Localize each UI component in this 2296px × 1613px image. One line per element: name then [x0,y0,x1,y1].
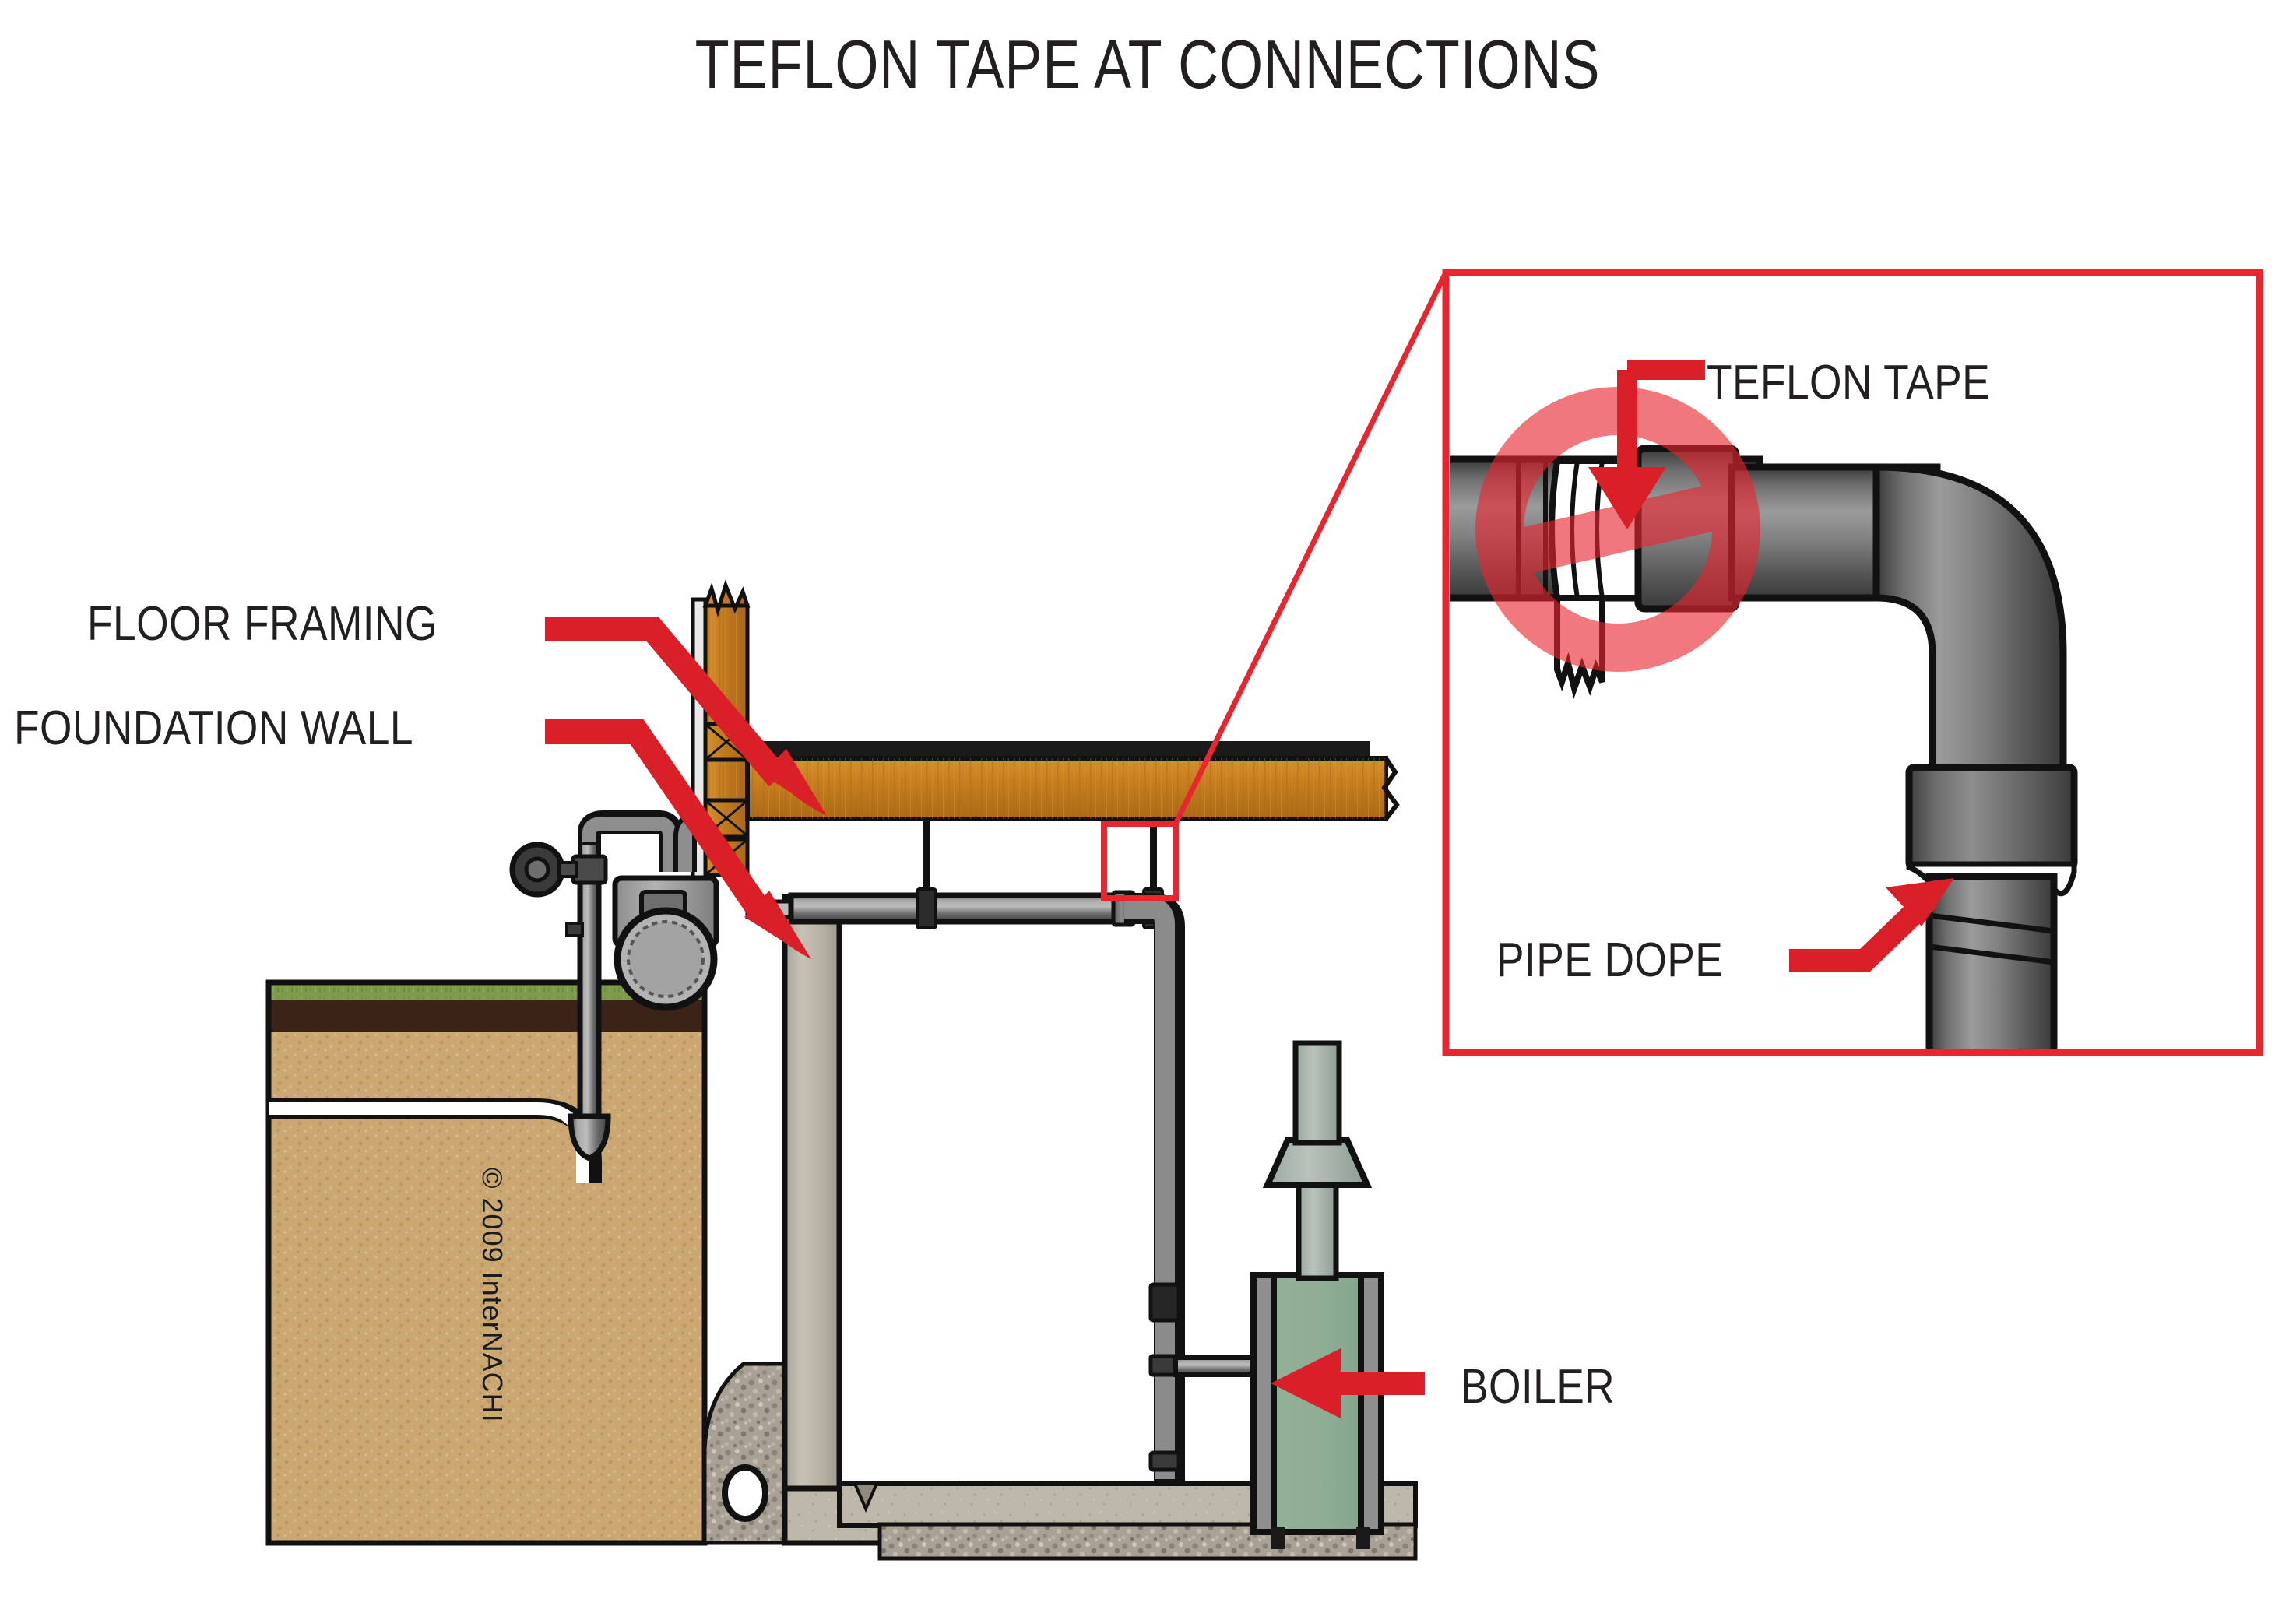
callout-box [1101,821,1179,901]
boiler-leg [1271,1527,1285,1549]
floor-framing-callout: FLOOR FRAMING [87,597,827,816]
foundation-wall-callout: FOUNDATION WALL [14,701,811,959]
footing-drainage [702,1362,789,1545]
draft-hood [1262,1137,1373,1188]
soil-fill [269,998,705,1543]
label-teflon-tape: TEFLON TAPE [1707,356,1990,409]
label-foundation-wall: FOUNDATION WALL [14,701,413,755]
floor-framing [745,741,1400,821]
pipe-union [1148,1282,1181,1323]
inset-detail-panel: TEFLON TAPE PIPE DOPE [1442,269,2263,1056]
stud-break-line [702,579,751,617]
floor-joist-grain [747,758,1386,819]
floor-framing-arrowhead [761,749,827,816]
floor-framing-arrow-tail [769,766,827,816]
subfloor-band [747,741,1370,758]
pipe-hanger-rod [923,817,930,912]
meter-inlet-pipe [582,817,677,872]
foundation-wall-body [782,894,842,1492]
teflon-tape-leader [1588,360,1705,529]
copyright-notice: © 2009 InterNACHI [476,1168,508,1423]
service-riser [577,861,602,1124]
riser-bell [568,1113,611,1161]
valve-stem [557,861,578,878]
pipe-hanger-clamp [916,887,937,929]
label-boiler: BOILER [1461,1360,1615,1414]
inset-elbow [1872,463,2067,782]
floor-framing-leader-line [545,617,789,787]
boiler-leg [1356,1527,1370,1549]
valve-drip-tee [565,922,584,937]
valve-body [571,854,608,885]
building-section [265,579,1418,1561]
label-pipe-dope: PIPE DOPE [1496,933,1723,987]
teflon-leader-arrowhead [1588,467,1666,529]
floor-break-line [1381,757,1400,821]
label-floor-framing: FLOOR FRAMING [87,597,438,651]
detail-callout [1101,271,1449,901]
boiler-arrowhead [1271,1348,1341,1418]
pipe-dope-arrowhead [1886,878,1954,926]
page-title: TEFLON TAPE AT CONNECTIONS [695,26,1601,103]
prohibition-slash [1497,480,1739,579]
drip-leg-cap [1148,1450,1181,1472]
foundation-wall-arrowhead [744,891,811,959]
valve-hub [524,856,550,883]
inset-vertical-pipe [1925,873,2058,1049]
pipe-hanger-rod [1150,817,1157,912]
inset-contents [1450,360,2078,1049]
flue-lower-pipe [1296,1174,1339,1281]
topsoil-band [269,998,705,1032]
inset-coupling-collar [1905,764,2078,871]
foundation-wall-leader-line [545,719,774,923]
boiler-callout: BOILER [1271,1348,1615,1418]
callout-leader-line [1173,271,1449,825]
flue-upper-pipe [1292,1040,1342,1146]
foundation-wall [782,894,842,1492]
foundation-wall-arrow-tail [754,909,811,959]
pipe-dope-leader-line [1789,890,1938,972]
slab-keyway [852,1482,880,1513]
gas-meter-diaphragm [627,920,705,998]
drop-pipe [1124,898,1175,1479]
inset-vertical-pipe-threads [1929,912,2055,965]
horizontal-gas-pipe [788,892,1127,925]
pipe-dope-leader [1789,878,1954,972]
boiler [1250,1040,1384,1549]
drain-tile [722,1464,768,1522]
